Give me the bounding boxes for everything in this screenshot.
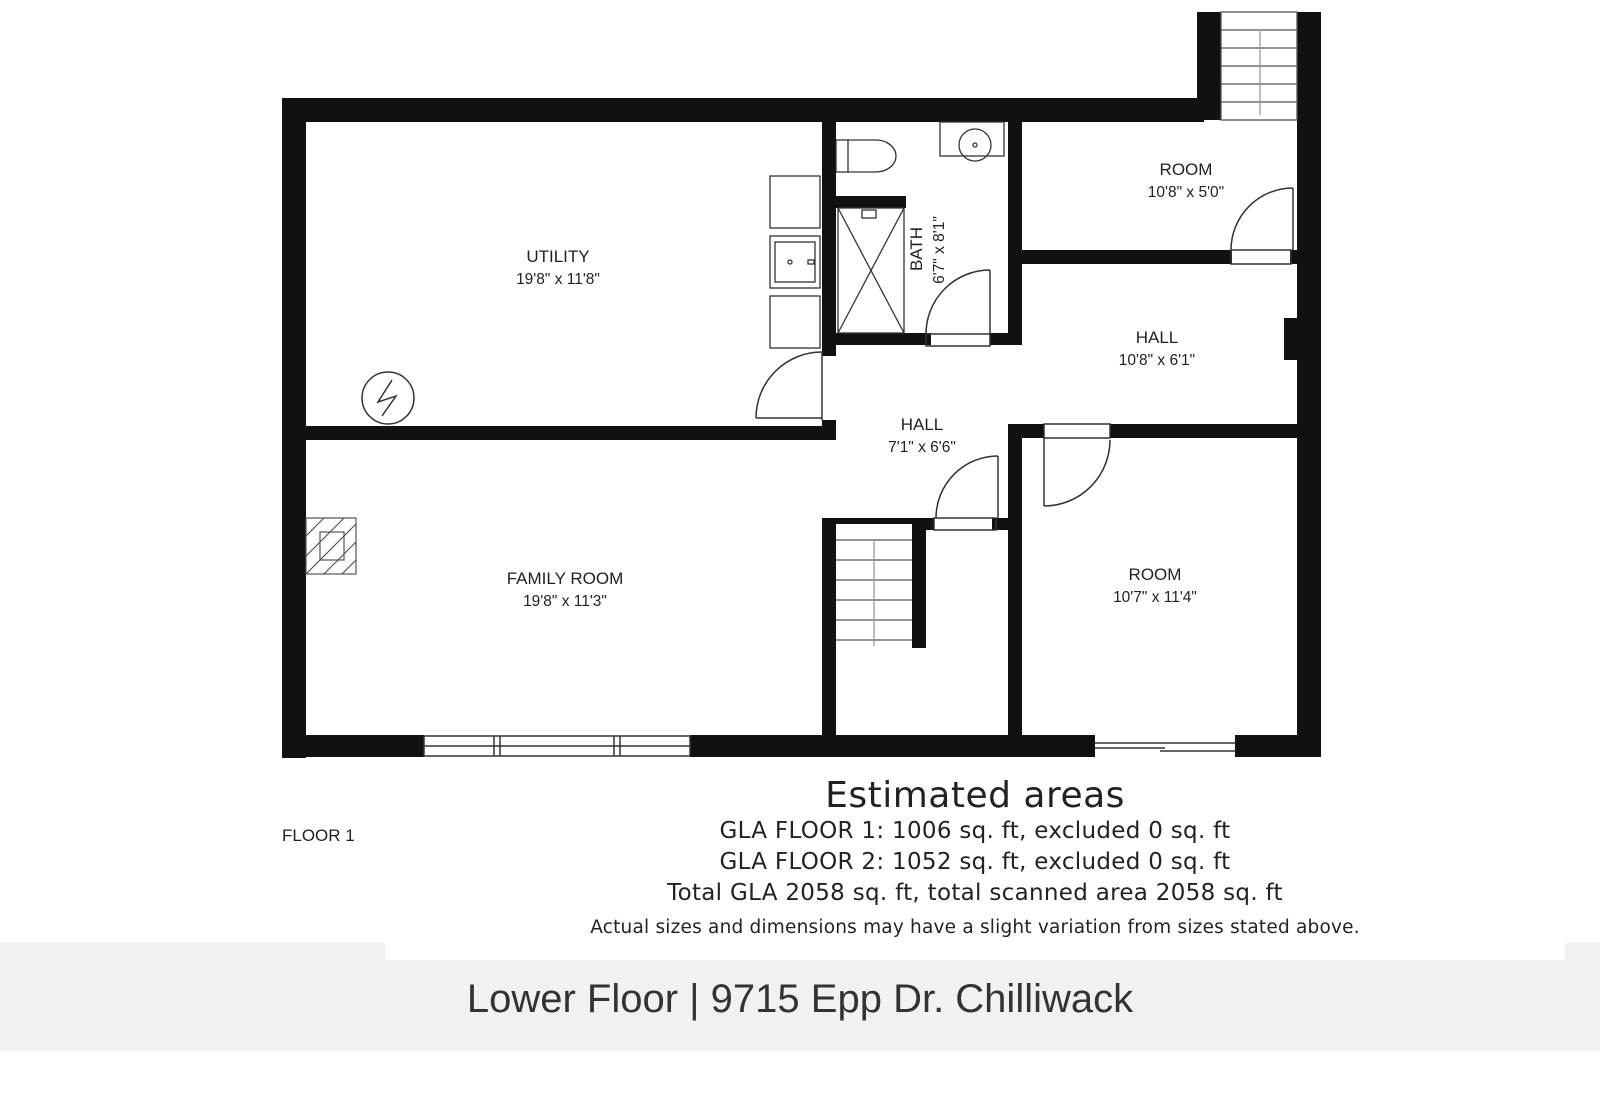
room-bottom-dims: 10'7" x 11'4"	[1113, 589, 1197, 606]
room-bottom-label: ROOM	[1129, 565, 1182, 584]
room-sliding-door	[1095, 742, 1235, 752]
utility-fixtures	[769, 175, 821, 349]
hall-lower-label: HALL	[901, 415, 944, 434]
walls	[282, 12, 1321, 758]
gla-total: Total GLA 2058 sq. ft, total scanned are…	[667, 880, 1283, 906]
room-top-label: ROOM	[1160, 160, 1213, 179]
room-top-dims: 10'8" x 5'0"	[1148, 184, 1224, 201]
bath-fixtures	[835, 121, 1005, 334]
utility-label: UTILITY	[526, 247, 589, 266]
areas-title: Estimated areas	[825, 775, 1125, 816]
bath-label: BATH	[907, 227, 926, 271]
areas-note: Actual sizes and dimensions may have a s…	[590, 917, 1360, 938]
gla-floor-2: GLA FLOOR 2: 1052 sq. ft, excluded 0 sq.…	[719, 849, 1231, 875]
family-window	[423, 735, 691, 757]
bath-dims: 6'7" x 8'1"	[931, 216, 948, 284]
family-room-label: FAMILY ROOM	[507, 569, 624, 588]
room-labels: UTILITY 19'8" x 11'8" FAMILY ROOM 19'8" …	[507, 160, 1224, 610]
footer-caption: Lower Floor | 9715 Epp Dr. Chilliwack	[466, 977, 1134, 1021]
stairs-lower	[836, 539, 912, 646]
doors	[755, 187, 1294, 531]
water-heater	[361, 371, 415, 425]
utility-dims: 19'8" x 11'8"	[516, 271, 600, 288]
gla-floor-1: GLA FLOOR 1: 1006 sq. ft, excluded 0 sq.…	[719, 818, 1231, 844]
hall-upper-dims: 10'8" x 6'1"	[1119, 352, 1195, 369]
family-room-dims: 19'8" x 11'3"	[523, 593, 607, 610]
fireplace	[305, 517, 357, 575]
hall-lower-dims: 7'1" x 6'6"	[888, 439, 956, 456]
stairs-top	[1220, 11, 1298, 121]
hall-upper-label: HALL	[1136, 328, 1179, 347]
floor-label: FLOOR 1	[282, 826, 355, 845]
estimated-areas: Estimated areas GLA FLOOR 1: 1006 sq. ft…	[385, 775, 1565, 960]
